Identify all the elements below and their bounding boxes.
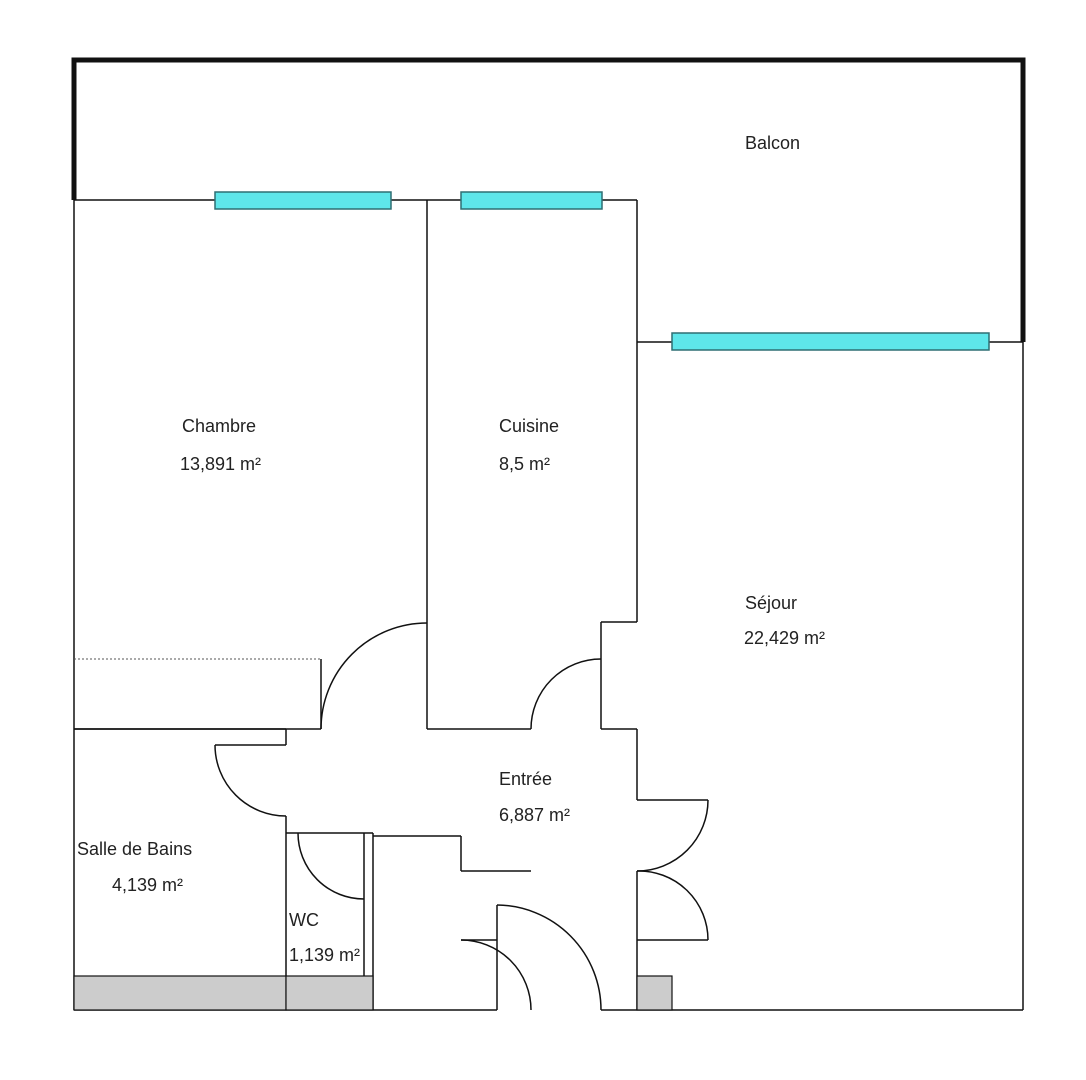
door-chambre: [320, 622, 428, 730]
room-name-cuisine: Cuisine: [499, 416, 560, 436]
door-sejour-upper: [636, 799, 709, 872]
room-area-cuisine: 8,5 m²: [499, 454, 551, 474]
doors: [214, 622, 709, 1011]
windows: [214, 191, 990, 351]
room-name-wc: WC: [289, 910, 319, 930]
room-area-chambre: 13,891 m²: [180, 454, 262, 474]
room-name-entree: Entrée: [499, 769, 553, 789]
door-bathroom: [214, 744, 287, 817]
room-name-sejour: Séjour: [745, 593, 798, 613]
room-area-salle-de-bains: 4,139 m²: [112, 875, 184, 895]
room-area-wc: 1,139 m²: [289, 945, 361, 965]
door-wc: [297, 832, 365, 900]
door-entrance-right: [496, 904, 602, 1011]
window-chambre: [214, 191, 392, 210]
room-area-sejour: 22,429 m²: [744, 628, 826, 648]
walls: [73, 199, 1024, 1011]
fixtures: [73, 975, 673, 1011]
door-cuisine: [530, 658, 602, 730]
room-area-entree: 6,887 m²: [499, 805, 571, 825]
sejour-fixture: [636, 975, 673, 1011]
room-name-balcon: Balcon: [745, 133, 801, 153]
door-sejour-lower: [636, 870, 709, 941]
door-entrance-left: [460, 939, 532, 1011]
bath-fixture: [73, 975, 287, 1011]
room-name-chambre: Chambre: [182, 416, 257, 436]
room-name-salle-de-bains: Salle de Bains: [77, 839, 193, 859]
window-sejour: [671, 332, 990, 351]
balcony-rail: [71, 57, 1026, 342]
window-cuisine: [460, 191, 603, 210]
wc-fixture: [285, 975, 374, 1011]
